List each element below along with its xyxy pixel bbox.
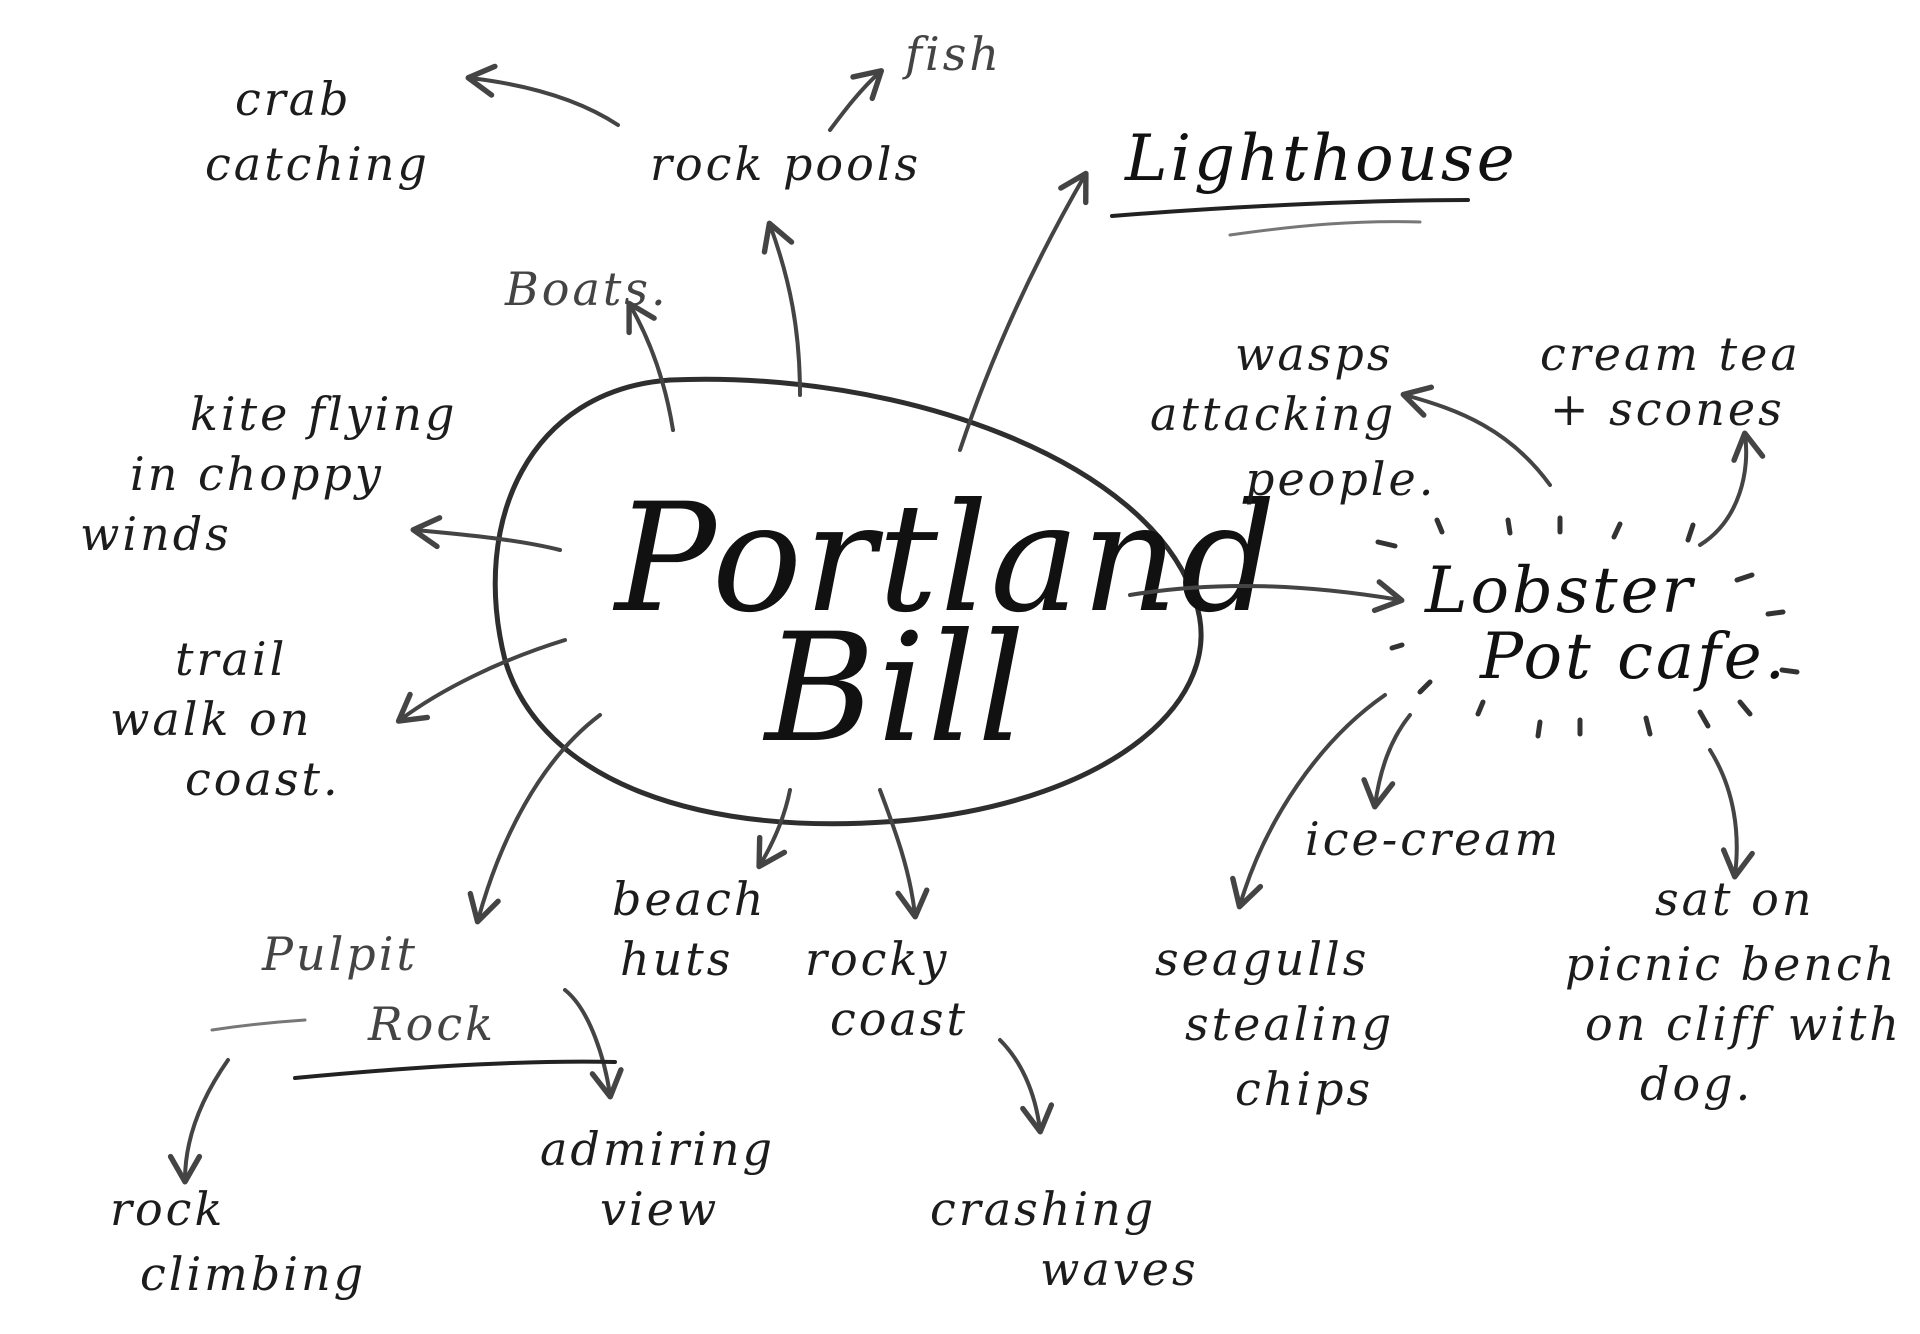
label-pot-cafe: Pot cafe. xyxy=(1479,620,1788,694)
arrow-lobster-to-wasps xyxy=(1400,384,1552,487)
label-kite-3: winds xyxy=(80,507,232,561)
arrow-pulpit-to-climbing xyxy=(167,1058,230,1185)
label-kite-2: in choppy xyxy=(130,447,384,501)
arrow-pulpit-to-view xyxy=(563,988,624,1100)
label-trail-3: coast. xyxy=(185,752,341,806)
label-wasps-3: people. xyxy=(1245,452,1436,506)
label-rock: rock xyxy=(110,1182,225,1236)
label-crab: crab xyxy=(235,72,352,126)
arrow-to-lobster-pot xyxy=(1128,579,1405,614)
center-title-line1: Portland xyxy=(612,472,1278,646)
label-view: view xyxy=(600,1182,719,1236)
pulpit-underline xyxy=(293,1059,617,1080)
arrow-lobster-to-seagulls xyxy=(1230,693,1387,910)
label-ice-cream: ice-cream xyxy=(1305,812,1561,866)
label-lighthouse: Lighthouse xyxy=(1124,122,1518,196)
label-rock-pools: rock pools xyxy=(650,137,921,191)
label-catching: catching xyxy=(205,137,430,191)
arrow-to-trail-walk xyxy=(395,638,567,724)
arrow-to-beach-huts xyxy=(756,788,792,870)
arrow-rock-pools-to-crab xyxy=(465,63,620,127)
label-trail-2: walk on xyxy=(110,692,312,746)
label-huts: huts xyxy=(620,932,733,986)
arrow-to-rock-pools xyxy=(761,220,802,397)
label-kite-1: kite flying xyxy=(190,387,457,441)
label-picnic-3: on cliff with xyxy=(1585,997,1902,1051)
arrow-rocky-to-waves xyxy=(998,1038,1055,1135)
label-beach: beach xyxy=(612,872,766,926)
arrow-to-rocky-coast xyxy=(878,788,930,920)
label-picnic-2: picnic bench xyxy=(1565,937,1897,991)
label-seagulls-2: stealing xyxy=(1185,997,1394,1051)
label-waves: waves xyxy=(1040,1242,1199,1296)
label-wasps-2: attacking xyxy=(1150,387,1396,441)
label-pulpit-1: Pulpit xyxy=(261,927,418,981)
label-scones: + scones xyxy=(1550,382,1785,436)
label-picnic-1: sat on xyxy=(1655,872,1814,926)
label-crashing: crashing xyxy=(930,1182,1156,1236)
arrow-rock-pools-to-fish xyxy=(828,68,885,132)
arrow-to-pulpit-rock xyxy=(467,713,602,925)
label-trail-1: trail xyxy=(175,632,287,686)
arrow-to-lighthouse xyxy=(958,170,1089,452)
center-title-line2: Bill xyxy=(762,602,1027,776)
arrow-lobster-to-ice-cream xyxy=(1361,713,1412,810)
label-fish: fish xyxy=(902,27,1002,81)
lobster-pot-rays xyxy=(1375,515,1800,739)
arrow-lobster-to-picnic xyxy=(1708,748,1755,880)
label-pulpit-2: Rock xyxy=(367,997,496,1051)
label-coast: coast xyxy=(830,992,968,1046)
label-cream-tea: cream tea xyxy=(1540,327,1801,381)
label-rocky: rocky xyxy=(805,932,949,986)
label-picnic-4: dog. xyxy=(1640,1057,1753,1111)
label-boats: Boats. xyxy=(504,262,669,316)
lighthouse-underline-2 xyxy=(1228,220,1422,237)
arrow-to-boats xyxy=(626,300,675,432)
label-admiring: admiring xyxy=(540,1122,775,1176)
label-seagulls-3: chips xyxy=(1235,1062,1373,1116)
pulpit-underline-left xyxy=(210,1018,307,1032)
lighthouse-underline xyxy=(1110,198,1470,218)
label-wasps-1: wasps xyxy=(1235,327,1393,381)
arrow-lobster-to-cream-tea xyxy=(1698,430,1766,547)
label-seagulls-1: seagulls xyxy=(1155,932,1369,986)
arrow-to-kite-flying xyxy=(410,515,562,552)
center-ellipse xyxy=(492,376,1204,827)
label-lobster: Lobster xyxy=(1424,554,1695,628)
label-climbing: climbing xyxy=(140,1247,366,1301)
